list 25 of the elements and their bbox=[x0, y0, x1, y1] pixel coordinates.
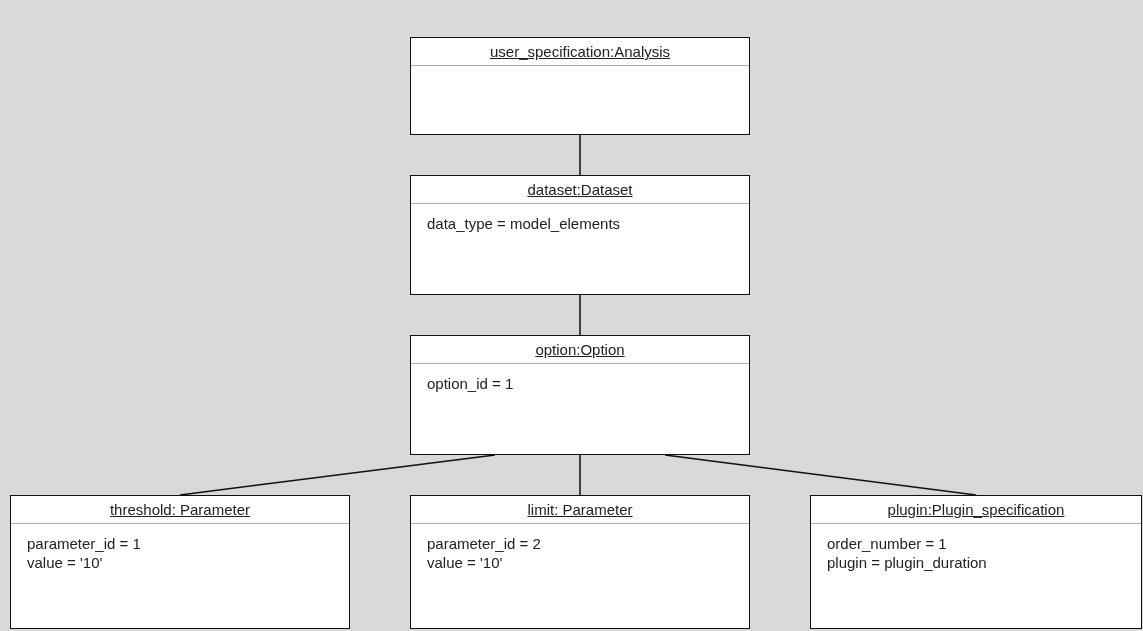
attribute-text: value = '10' bbox=[27, 553, 104, 572]
object-box bbox=[410, 175, 750, 295]
object-name: threshold: Parameter bbox=[109, 501, 251, 518]
object-box bbox=[410, 495, 750, 629]
object-box bbox=[410, 335, 750, 455]
attribute-text: order_number = 1 bbox=[827, 534, 948, 553]
connector-line bbox=[664, 454, 977, 496]
object-name: option:Option bbox=[535, 341, 625, 358]
attribute-text: value = '10' bbox=[427, 553, 504, 572]
object-name: user_specification:Analysis bbox=[489, 43, 671, 60]
connector-line bbox=[579, 294, 581, 336]
attribute-text: option_id = 1 bbox=[427, 374, 515, 393]
object-box bbox=[410, 37, 750, 135]
attribute-text: data_type = model_elements bbox=[427, 214, 622, 233]
attribute-text: parameter_id = 1 bbox=[27, 534, 142, 553]
connector-line bbox=[579, 454, 581, 496]
object-name: plugin:Plugin_specification bbox=[887, 501, 1065, 518]
object-name: dataset:Dataset bbox=[527, 181, 633, 198]
object-box bbox=[10, 495, 350, 629]
connector-line bbox=[579, 134, 581, 176]
attribute-text: plugin = plugin_duration bbox=[827, 553, 988, 572]
object-name: limit: Parameter bbox=[527, 501, 633, 518]
attribute-text: parameter_id = 2 bbox=[427, 534, 542, 553]
connector-line bbox=[179, 454, 496, 496]
object-box bbox=[810, 495, 1142, 629]
